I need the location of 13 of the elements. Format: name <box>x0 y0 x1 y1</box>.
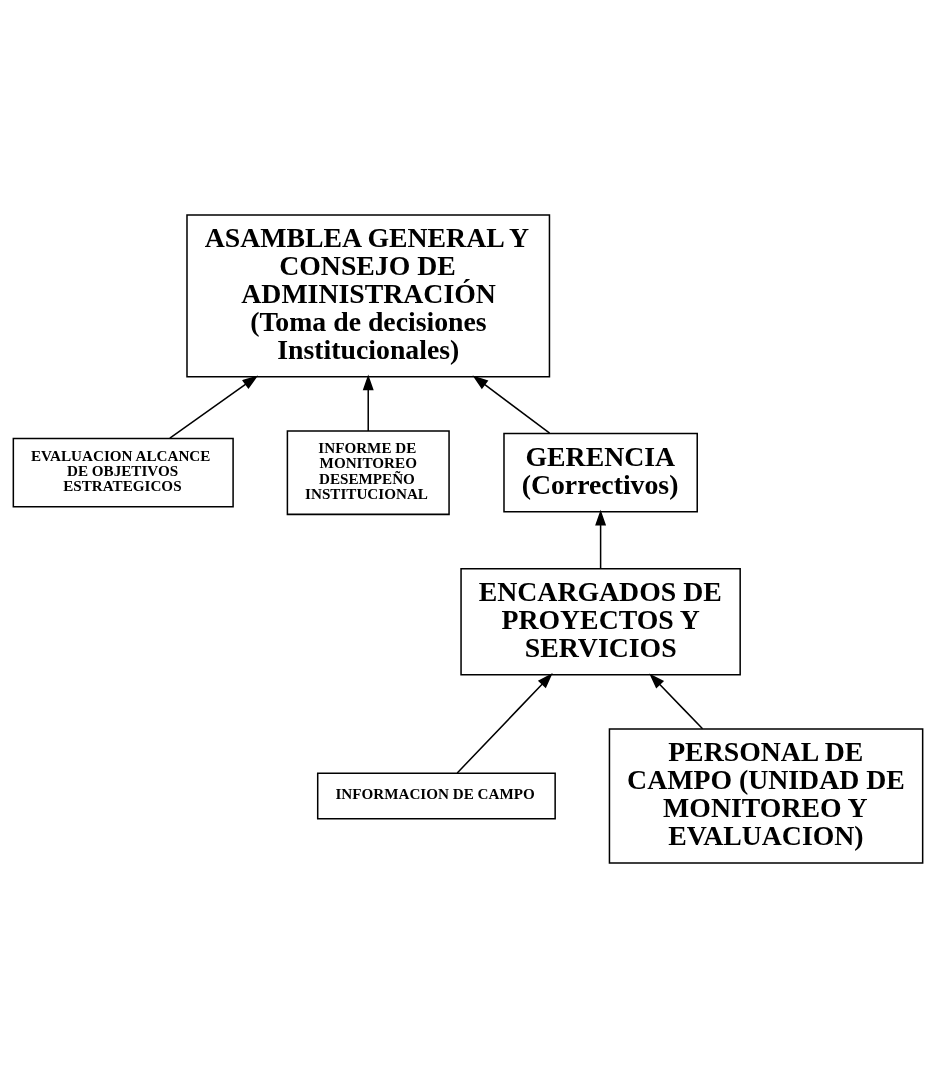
arrow <box>595 509 607 569</box>
node-box: PERSONAL DE CAMPO (UNIDAD DE MONITOREO Y EVALUACION) <box>608 727 924 864</box>
arrow <box>649 672 704 730</box>
arrow <box>362 374 374 432</box>
node-box: INFORMACION DE CAMPO <box>316 772 556 819</box>
node-box: INFORME DE MONITOREO DESEMPEÑO INSTITUCIONAL <box>286 429 450 515</box>
node-box: GERENCIA (Correctivos) <box>503 432 698 513</box>
node-box: ASAMBLEA GENERAL Y CONSEJO DE ADMINISTRACIÓN (Toma de decisiones Institucionales) <box>186 213 551 377</box>
arrow <box>456 672 553 774</box>
node-box: ENCARGADOS DE PROYECTOS Y SERVICIOS <box>460 567 741 676</box>
arrow <box>472 374 551 434</box>
node-box: EVALUACION ALCANCE DE OBJETIVOS ESTRATEGICOS <box>12 437 234 508</box>
arrow <box>169 375 259 439</box>
